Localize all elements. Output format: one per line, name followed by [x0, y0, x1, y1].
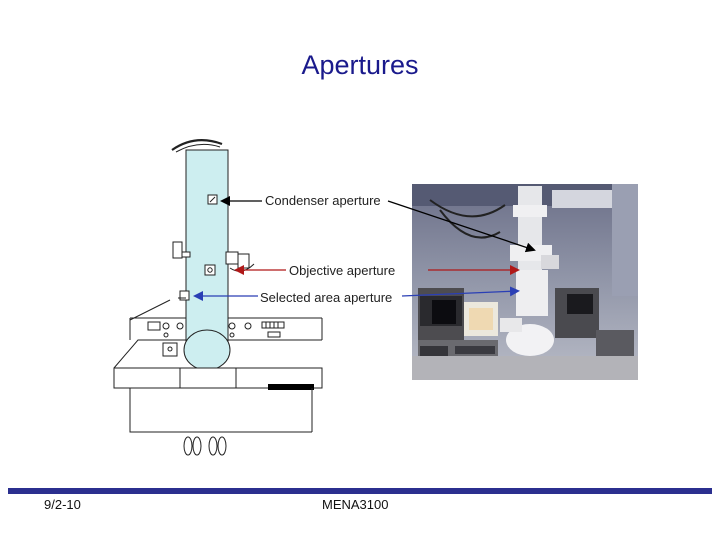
condenser-arrow [220, 196, 536, 253]
tem-photo [412, 184, 638, 380]
objective-aperture-label: Objective aperture [289, 263, 396, 278]
footer-bar [8, 488, 712, 494]
footer-date: 9/2-10 [44, 497, 81, 512]
selected-area-arrow [193, 286, 520, 301]
condenser-aperture-label: Condenser aperture [265, 193, 381, 208]
footer-course-code: MENA3100 [322, 497, 389, 512]
selected-area-aperture-label: Selected area aperture [260, 290, 393, 305]
slide-title: Apertures [301, 50, 419, 80]
tem-schematic [113, 139, 323, 456]
